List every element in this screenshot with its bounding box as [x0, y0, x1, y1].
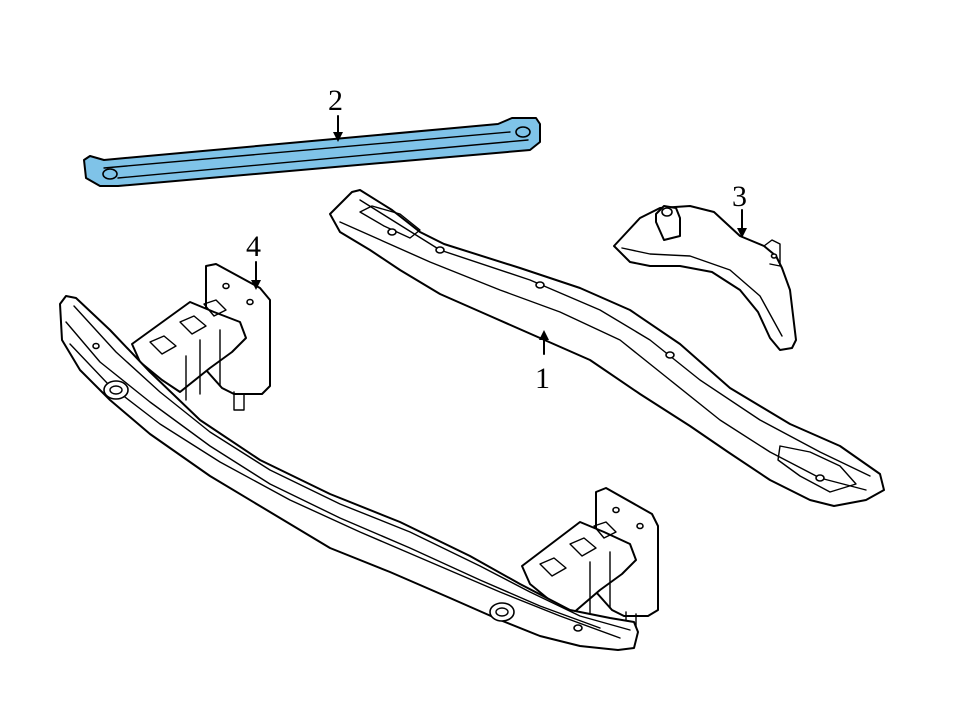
- part-2-body: [83, 117, 541, 187]
- crossmember-top-edge: [73, 305, 631, 631]
- part-1-body: [329, 189, 885, 507]
- part-3-hole-small: [770, 253, 778, 259]
- part-2-edge: [103, 131, 511, 169]
- part-2-tie-bar[interactable]: [83, 117, 541, 187]
- part-1-hole-d: [815, 474, 825, 482]
- part-4-bracket-left[interactable]: [131, 263, 271, 411]
- leader-arrows: [251, 115, 747, 355]
- callout-1: 1: [535, 362, 550, 395]
- part-1-pocket-left: [359, 205, 421, 239]
- part-1-upper-rail[interactable]: [329, 189, 885, 507]
- crossmember-hole-left: [92, 342, 100, 350]
- callout-4: 4: [246, 230, 261, 263]
- crossmember-body: [59, 295, 639, 651]
- arrowhead-4: [251, 280, 261, 290]
- crossmember-mount-left: [103, 380, 129, 400]
- crossmember-lower-edge: [69, 343, 621, 639]
- part-4-right-rib-a: [539, 557, 567, 577]
- crossmember-mount-left-inner: [109, 385, 123, 395]
- part-4-left-hole-b: [246, 298, 254, 306]
- part-4-left-rib-a: [149, 335, 177, 355]
- part-3-hole: [661, 207, 673, 217]
- part-4-left-tab: [233, 391, 245, 411]
- part-3-flange: [763, 239, 781, 267]
- part-4-right-hole-b: [636, 522, 644, 530]
- part-2-hole-left: [102, 168, 118, 180]
- part-2-edge-lower: [117, 139, 529, 179]
- part-4-left-cradle: [131, 301, 247, 393]
- crossmember-mount-right: [489, 602, 515, 622]
- part-1-hole-a: [435, 246, 445, 254]
- part-4-left-hole-a: [222, 282, 230, 290]
- lower-crossmember[interactable]: [59, 295, 639, 651]
- part-4-right-hole-a: [612, 506, 620, 514]
- part-1-ridge: [359, 199, 871, 477]
- arrowhead-3: [737, 228, 747, 238]
- part-4-left-wall: [185, 329, 221, 401]
- part-4-right-wall: [589, 551, 611, 617]
- part-1-pocket-right: [777, 445, 857, 493]
- part-1-hole-b: [535, 281, 545, 289]
- part-1-hole-e: [387, 228, 397, 236]
- part-2-hole-right: [515, 126, 531, 138]
- arrowhead-1: [539, 330, 549, 340]
- callout-2: 2: [328, 84, 343, 117]
- part-4-bracket-right[interactable]: [521, 487, 659, 631]
- part-4-right-rib-b: [569, 537, 597, 557]
- part-4-left-rib-b: [179, 315, 207, 335]
- part-4-right-rib-c: [593, 521, 617, 539]
- part-4-left-rib-c: [203, 299, 227, 317]
- callout-3: 3: [732, 180, 747, 213]
- part-1-hole-c: [665, 351, 675, 359]
- crossmember-mid-edge: [65, 321, 601, 629]
- part-3-boss: [655, 205, 681, 241]
- part-3-bracket[interactable]: [613, 205, 797, 351]
- part-1-face: [339, 221, 867, 491]
- crossmember-hole: [573, 624, 583, 632]
- part-3-body: [613, 205, 797, 351]
- crossmember-mount-right-inner: [495, 607, 509, 617]
- part-3-ridge: [621, 247, 783, 337]
- arrowhead-2: [333, 132, 343, 142]
